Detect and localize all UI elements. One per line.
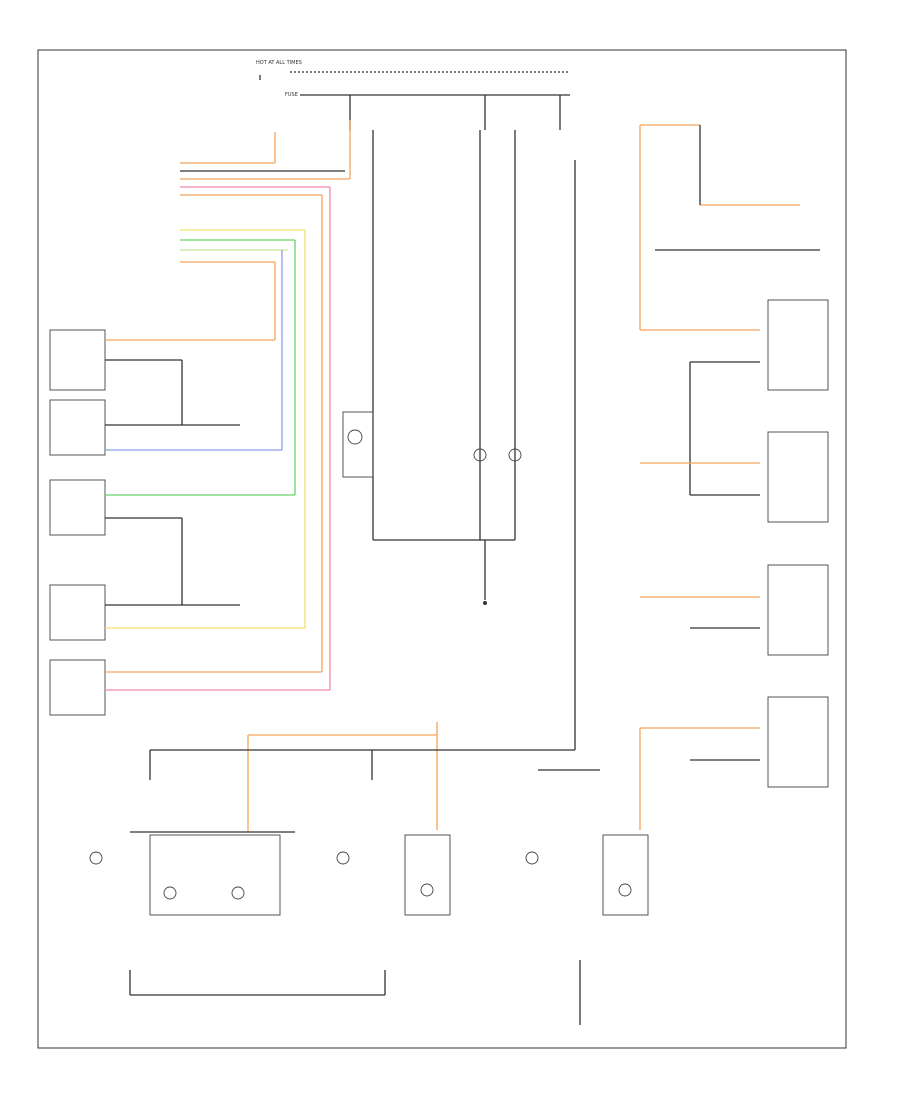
diagram-frame bbox=[37, 49, 847, 1049]
door-lock-switch-box bbox=[767, 431, 829, 523]
lamp-box bbox=[342, 411, 374, 478]
door-switch-box bbox=[49, 659, 106, 716]
lamp bbox=[347, 429, 363, 445]
connector-bundle bbox=[180, 120, 351, 690]
middle-lamp-group bbox=[342, 130, 522, 605]
door-switch-box bbox=[49, 329, 106, 391]
door-switch-box bbox=[49, 584, 106, 641]
door-switch-box bbox=[49, 399, 106, 456]
bottom-bus bbox=[129, 160, 600, 1025]
top-fuse-label: HOT AT ALL TIMES bbox=[256, 60, 302, 66]
lamp-box bbox=[602, 834, 649, 916]
door-switch-box bbox=[49, 479, 106, 536]
lamp-box bbox=[149, 834, 281, 916]
ground-symbol bbox=[483, 601, 487, 605]
lamp bbox=[618, 883, 632, 897]
lamp-box bbox=[404, 834, 451, 916]
door-lock-switch-box bbox=[767, 299, 829, 391]
top-power-bus: HOT AT ALL TIMES FUSE bbox=[256, 60, 570, 130]
door-lock-switch-box bbox=[767, 564, 829, 656]
lamp bbox=[473, 448, 487, 462]
door-lock-switch-box bbox=[767, 696, 829, 788]
right-module-group bbox=[639, 124, 829, 830]
lamp bbox=[420, 883, 434, 897]
left-switch-group bbox=[49, 329, 330, 716]
lamp bbox=[89, 851, 103, 865]
lamp bbox=[163, 886, 177, 900]
lamp bbox=[336, 851, 350, 865]
bottom-lamp-group bbox=[89, 834, 649, 916]
lamp bbox=[231, 886, 245, 900]
top-fuse-name: FUSE bbox=[285, 92, 298, 98]
lamp bbox=[525, 851, 539, 865]
lamp bbox=[508, 448, 522, 462]
